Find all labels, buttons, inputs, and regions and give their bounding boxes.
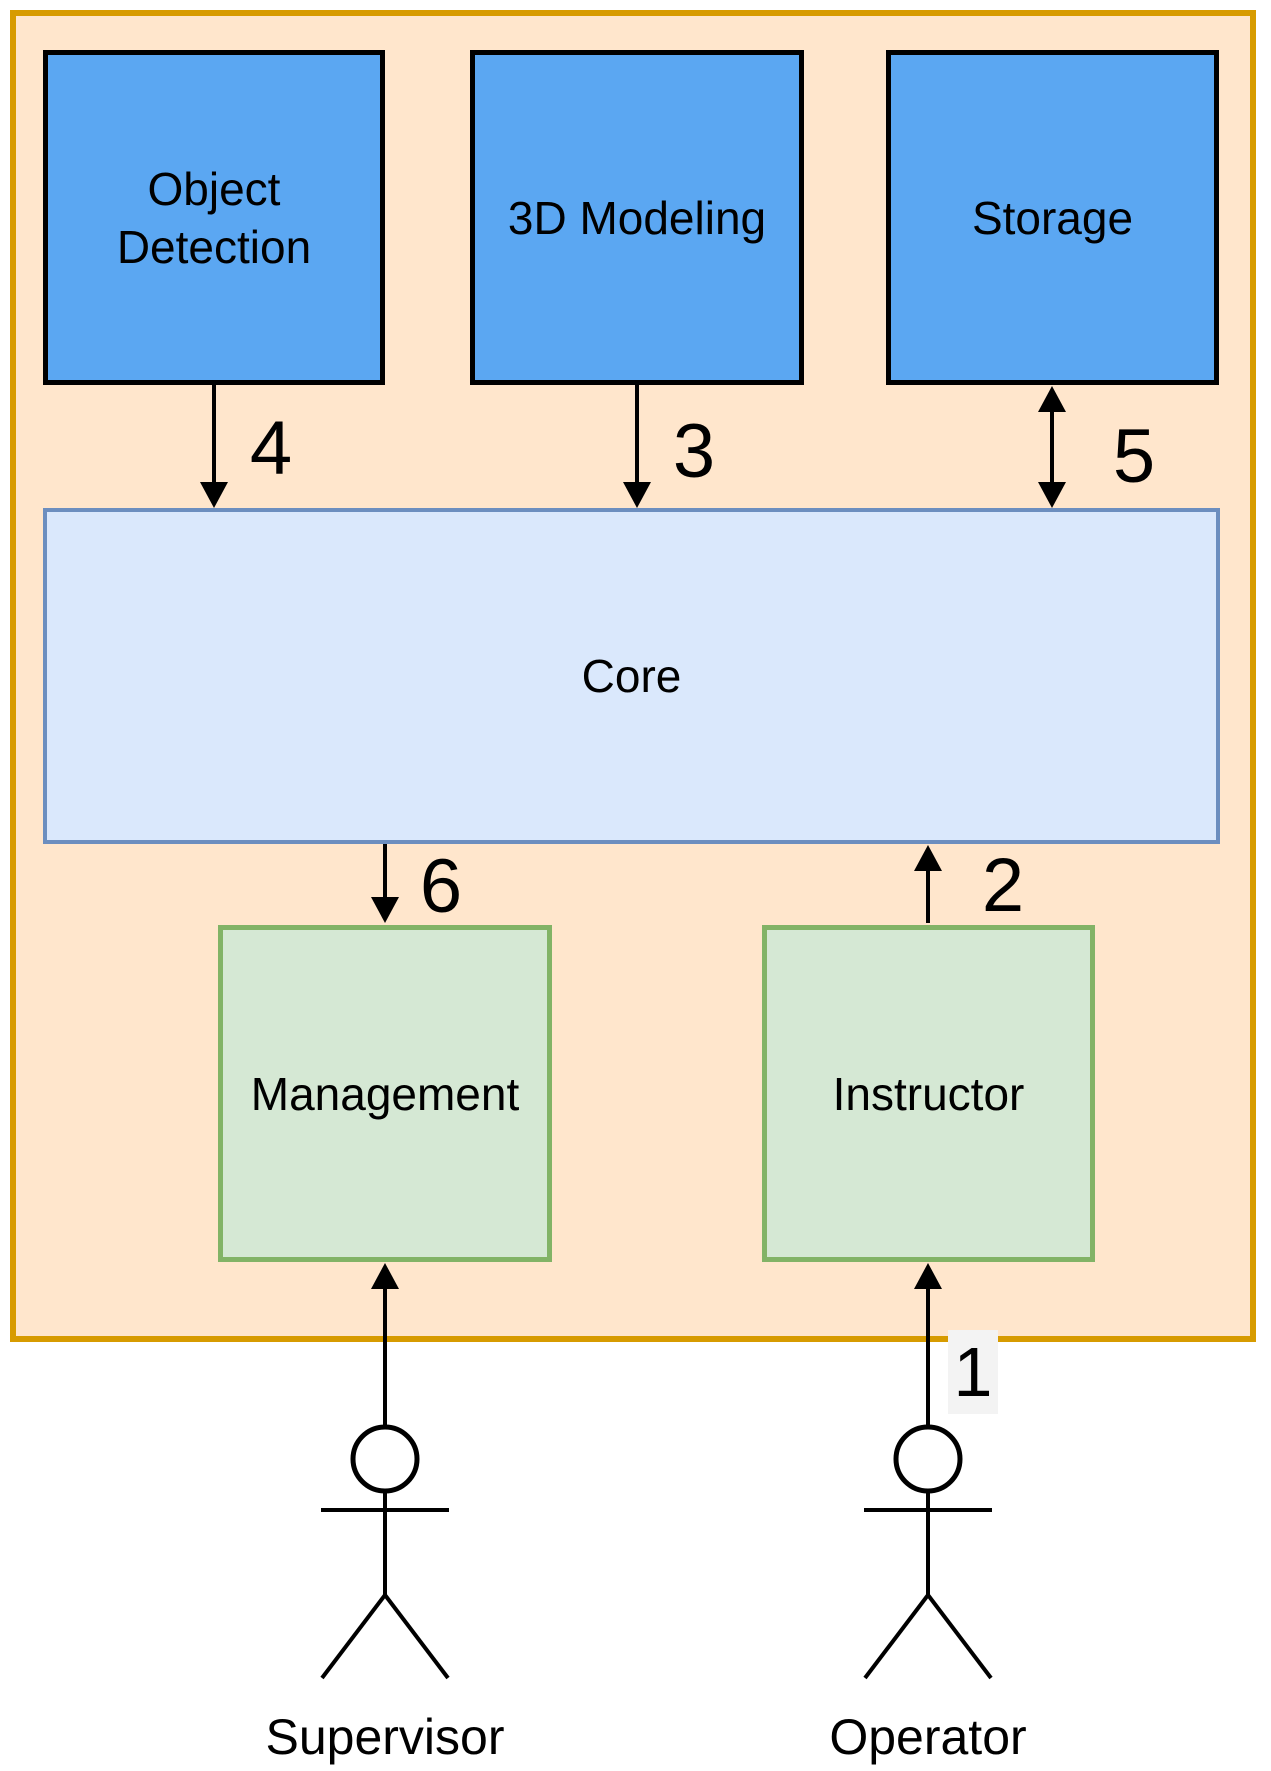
edge-storage-core-bidirectional[interactable] [1038, 386, 1066, 508]
node-management[interactable]: Management [218, 925, 552, 1262]
arrowhead-down-icon [200, 482, 228, 508]
edge-modeling-to-core[interactable] [623, 385, 651, 508]
node-core-label: Core [581, 650, 682, 702]
node-instructor[interactable]: Instructor [762, 925, 1095, 1262]
edge-supervisor-to-management[interactable] [371, 1263, 399, 1426]
actor-head-icon [350, 1424, 420, 1494]
node-core[interactable]: Core [43, 508, 1220, 844]
edge-label-4: 4 [249, 406, 293, 491]
actor-supervisor-figure[interactable] [320, 1424, 450, 1680]
arrowhead-down-icon [371, 897, 399, 923]
edge-operator-to-instructor[interactable] [914, 1263, 942, 1426]
edge-label-6: 6 [419, 844, 463, 929]
node-3d-modeling-label: 3D Modeling [507, 191, 767, 244]
actor-right-leg-line [926, 1593, 993, 1680]
edge-label-5: 5 [1112, 414, 1156, 499]
node-3d-modeling[interactable]: 3D Modeling [470, 50, 804, 385]
edge-label-1: 1 [948, 1330, 998, 1414]
edge-instructor-to-core[interactable] [914, 845, 942, 923]
arrowhead-up-icon [914, 1263, 942, 1289]
node-storage-label: Storage [971, 191, 1134, 244]
arrowhead-down-icon [1038, 482, 1066, 508]
edge-label-2: 2 [981, 843, 1025, 928]
node-management-label: Management [250, 1067, 520, 1120]
actor-right-leg-line [383, 1593, 450, 1680]
node-instructor-label: Instructor [832, 1067, 1025, 1120]
actor-left-leg-line [863, 1593, 930, 1680]
actor-label-operator: Operator [829, 1709, 1027, 1765]
arrowhead-up-icon [371, 1263, 399, 1289]
actor-operator-figure[interactable] [863, 1424, 993, 1680]
node-storage[interactable]: Storage [886, 50, 1219, 385]
edge-label-3: 3 [672, 409, 716, 494]
edge-core-to-management[interactable] [371, 844, 399, 923]
edge-detection-to-core[interactable] [200, 385, 228, 508]
arrowhead-up-icon [1038, 386, 1066, 412]
arrowhead-down-icon [623, 482, 651, 508]
actor-head-icon [893, 1424, 963, 1494]
arrowhead-up-icon [914, 845, 942, 871]
actor-label-supervisor: Supervisor [265, 1709, 505, 1765]
node-object-detection-label: Object Detection [116, 162, 312, 273]
actor-left-leg-line [320, 1593, 387, 1680]
node-object-detection[interactable]: Object Detection [43, 50, 385, 385]
